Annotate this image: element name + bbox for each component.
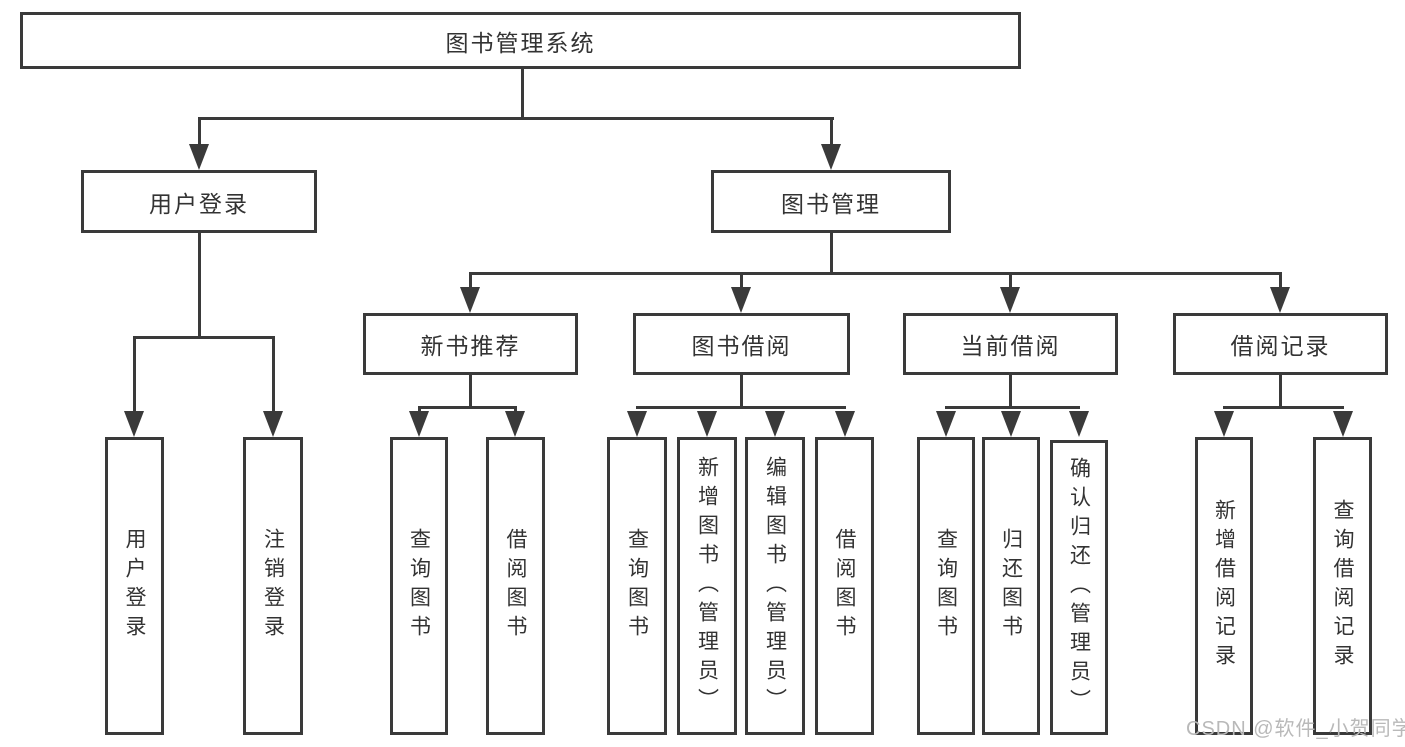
leaf-cb-confirm-return-admin-label: 确认归还（管理员） — [1067, 457, 1091, 718]
leaf-rec-borrow-books: 借阅图书 — [486, 437, 545, 735]
arrow-down-icon — [731, 287, 751, 313]
leaf-bb-borrow-books-label: 借阅图书 — [833, 528, 856, 644]
arrow-down-icon — [505, 411, 525, 437]
leaf-cb-confirm-return-admin: 确认归还（管理员） — [1050, 440, 1108, 735]
node-user-login: 用户登录 — [81, 170, 317, 233]
connector-drop-leaf-logout — [272, 336, 275, 415]
leaf-rec-borrow-books-label: 借阅图书 — [504, 528, 527, 644]
connector-cb-rail — [945, 406, 1080, 409]
node-user-login-label: 用户登录 — [149, 190, 249, 217]
leaf-br-query-record-label: 查询借阅记录 — [1331, 499, 1354, 673]
connector-drop-leaf-login — [133, 336, 136, 415]
arrow-down-icon — [1069, 411, 1089, 437]
connector-drop-book-borrow — [740, 272, 743, 291]
node-root: 图书管理系统 — [20, 12, 1021, 69]
node-borrow-records: 借阅记录 — [1173, 313, 1388, 375]
connector-mgmt-stub — [830, 233, 833, 272]
leaf-logout-label: 注销登录 — [261, 528, 285, 644]
leaf-cb-query-books: 查询图书 — [917, 437, 975, 735]
node-book-borrow-label: 图书借阅 — [691, 333, 792, 359]
node-new-book-rec: 新书推荐 — [363, 313, 578, 375]
connector-bb-stub — [740, 375, 743, 406]
connector-drop-current-borrow — [1009, 272, 1012, 291]
node-root-label: 图书管理系统 — [445, 29, 596, 56]
leaf-br-add-record-label: 新增借阅记录 — [1212, 499, 1236, 673]
arrow-down-icon — [1333, 411, 1353, 437]
leaf-rec-query-books-label: 查询图书 — [407, 528, 431, 644]
connector-drop-new-book-rec — [469, 272, 472, 291]
connector-drop-user-login — [198, 117, 201, 148]
arrow-down-icon — [936, 411, 956, 437]
node-new-book-rec-label: 新书推荐 — [420, 333, 521, 359]
leaf-bb-edit-books-admin-label: 编辑图书（管理员） — [763, 455, 787, 717]
leaf-bb-add-books-admin: 新增图书（管理员） — [677, 437, 737, 735]
node-book-mgmt: 图书管理 — [711, 170, 951, 233]
connector-cb-stub — [1009, 375, 1012, 406]
arrow-down-icon — [821, 144, 841, 170]
arrow-down-icon — [1270, 287, 1290, 313]
node-book-borrow: 图书借阅 — [633, 313, 850, 375]
connector-level2-rail — [198, 117, 834, 120]
connector-root-stub — [521, 69, 524, 117]
leaf-bb-edit-books-admin: 编辑图书（管理员） — [745, 437, 805, 735]
connector-br-rail — [1223, 406, 1344, 409]
arrow-down-icon — [627, 411, 647, 437]
connector-rec-stub — [469, 375, 472, 406]
arrow-down-icon — [1000, 287, 1020, 313]
leaf-cb-return-books: 归还图书 — [982, 437, 1040, 735]
leaf-user-login: 用户登录 — [105, 437, 164, 735]
arrow-down-icon — [1214, 411, 1234, 437]
node-book-mgmt-label: 图书管理 — [781, 190, 881, 217]
connector-user-stub — [198, 233, 201, 336]
leaf-br-add-record: 新增借阅记录 — [1195, 437, 1253, 735]
leaf-cb-query-books-label: 查询图书 — [934, 528, 958, 644]
arrow-down-icon — [835, 411, 855, 437]
leaf-logout: 注销登录 — [243, 437, 303, 735]
leaf-bb-borrow-books: 借阅图书 — [815, 437, 874, 735]
node-borrow-records-label: 借阅记录 — [1230, 333, 1331, 359]
connector-bb-rail — [636, 406, 846, 409]
arrow-down-icon — [765, 411, 785, 437]
leaf-user-login-label: 用户登录 — [123, 528, 146, 644]
leaf-bb-add-books-admin-label: 新增图书（管理员） — [695, 455, 719, 717]
leaf-br-query-record: 查询借阅记录 — [1313, 437, 1372, 735]
arrow-down-icon — [409, 411, 429, 437]
csdn-watermark: CSDN @软件_小贺同学 — [1186, 718, 1405, 740]
connector-user-rail — [133, 336, 275, 339]
connector-rec-rail — [418, 406, 517, 409]
connector-level3-rail — [469, 272, 1282, 275]
arrow-down-icon — [263, 411, 283, 437]
connector-br-stub — [1279, 375, 1282, 406]
node-current-borrow-label: 当前借阅 — [960, 333, 1061, 359]
leaf-bb-query-books-label: 查询图书 — [625, 528, 649, 644]
leaf-bb-query-books: 查询图书 — [607, 437, 667, 735]
leaf-cb-return-books-label: 归还图书 — [999, 528, 1023, 644]
arrow-down-icon — [189, 144, 209, 170]
connector-drop-book-mgmt — [830, 117, 833, 148]
arrow-down-icon — [697, 411, 717, 437]
leaf-rec-query-books: 查询图书 — [390, 437, 448, 735]
arrow-down-icon — [124, 411, 144, 437]
arrow-down-icon — [1001, 411, 1021, 437]
arrow-down-icon — [460, 287, 480, 313]
node-current-borrow: 当前借阅 — [903, 313, 1118, 375]
connector-drop-borrow-records — [1279, 272, 1282, 291]
